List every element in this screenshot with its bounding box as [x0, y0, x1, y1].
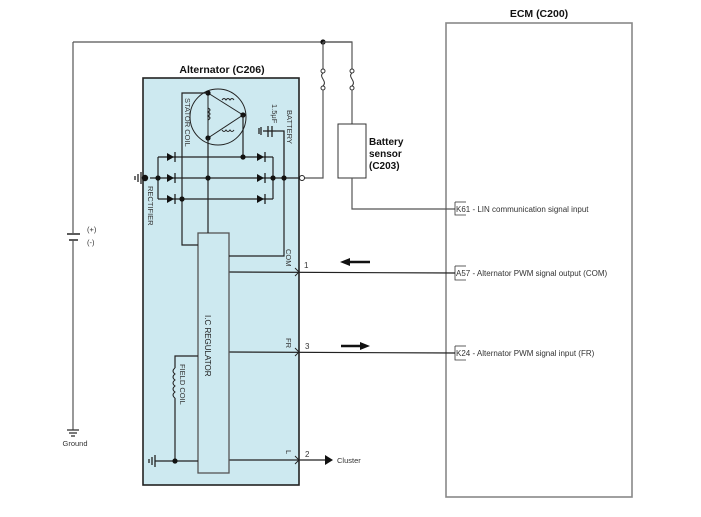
stator-coil-label: STATOR COIL	[183, 98, 192, 147]
pin-desc: - Alternator PWM signal output (COM)	[470, 269, 607, 278]
pin-desc: - LIN communication signal input	[470, 205, 589, 214]
fr-wire	[228, 351, 456, 354]
fuse-icon	[320, 68, 326, 91]
stator-coil-icon	[206, 92, 244, 139]
stator-circle	[189, 88, 247, 146]
junction-dot	[172, 458, 178, 464]
regulator-b-wire	[229, 178, 285, 257]
junction-dot	[240, 154, 246, 160]
stator-wire-a	[181, 92, 208, 246]
junction-dot	[155, 175, 161, 181]
ecm-pin-k24: K24 - Alternator PWM signal input (FR)	[454, 345, 595, 361]
sensor-feed-wire	[323, 41, 353, 69]
junction-dot	[205, 175, 211, 181]
l-terminal-label: L	[284, 450, 293, 454]
ground-icon	[134, 172, 142, 184]
svg-text:A57 - Alternator PWM signal ou: A57 - Alternator PWM signal output (COM)	[456, 269, 608, 278]
ground-label: Ground	[62, 439, 87, 448]
regulator-label: I.C REGULATOR	[203, 315, 212, 377]
capacitor-label: 1.5μF	[270, 104, 279, 124]
com-pin-number: 1	[304, 261, 309, 270]
arrow-right-icon	[341, 342, 370, 350]
b-terminal	[299, 175, 305, 181]
battery-sensor-label-1: Battery	[369, 137, 404, 148]
svg-text:K24 - Alternator PWM signal in: K24 - Alternator PWM signal input (FR)	[456, 349, 595, 358]
pin-desc: - Alternator PWM signal input (FR)	[470, 349, 594, 358]
ground-icon	[148, 455, 156, 467]
junction-dot	[141, 174, 149, 182]
ecm-box	[445, 22, 633, 498]
ecm-title: ECM (C200)	[510, 8, 568, 20]
cluster-label: Cluster	[337, 456, 361, 465]
alternator-title: Alternator (C206)	[179, 64, 264, 76]
field-coil-icon	[172, 367, 176, 399]
field-coil-label: FIELD COIL	[178, 364, 187, 405]
field-wire-top	[174, 355, 198, 368]
battery-sensor-box	[337, 123, 367, 179]
ecm-pin-a57: A57 - Alternator PWM signal output (COM)	[454, 265, 608, 281]
ic-regulator-box	[197, 232, 230, 474]
svg-text:K61 - LIN communication signal: K61 - LIN communication signal input	[456, 205, 589, 214]
pin-id: A57	[456, 269, 471, 278]
com-terminal-label: COM	[284, 249, 293, 267]
connector-icon	[294, 455, 300, 465]
battery-icon	[67, 233, 80, 241]
junction-dot	[270, 175, 276, 181]
rectifier-label: RECTIFIER	[146, 186, 155, 226]
arrow-right-icon	[325, 455, 333, 465]
lin-wire	[351, 178, 455, 210]
pin-id: K24	[456, 349, 471, 358]
ground-icon	[67, 429, 79, 437]
connector-icon	[294, 267, 300, 277]
battery-sensor-label-3: (C203)	[369, 161, 400, 172]
capacitor-icon	[258, 126, 285, 178]
fr-pin-number: 3	[305, 342, 310, 351]
battery-sensor-label-2: sensor	[369, 149, 402, 160]
battery-minus-label: (-)	[87, 238, 95, 247]
battery-feed-wire	[305, 90, 324, 179]
battery-plus-label: (+)	[87, 225, 97, 234]
rectifier-bridge	[150, 152, 300, 204]
fuse-icon	[349, 68, 355, 91]
connector-icon	[294, 347, 300, 357]
l-pin-number: 2	[305, 450, 310, 459]
arrow-left-icon	[340, 258, 370, 266]
com-wire	[228, 271, 456, 274]
fr-terminal-label: FR	[284, 338, 293, 349]
battery-terminal-label: BATTERY	[285, 110, 294, 144]
pin-id: K61	[456, 205, 471, 214]
junction-dot	[179, 196, 185, 202]
junction-dot	[281, 175, 287, 181]
ecm-pin-k61: K61 - LIN communication signal input	[454, 201, 589, 216]
